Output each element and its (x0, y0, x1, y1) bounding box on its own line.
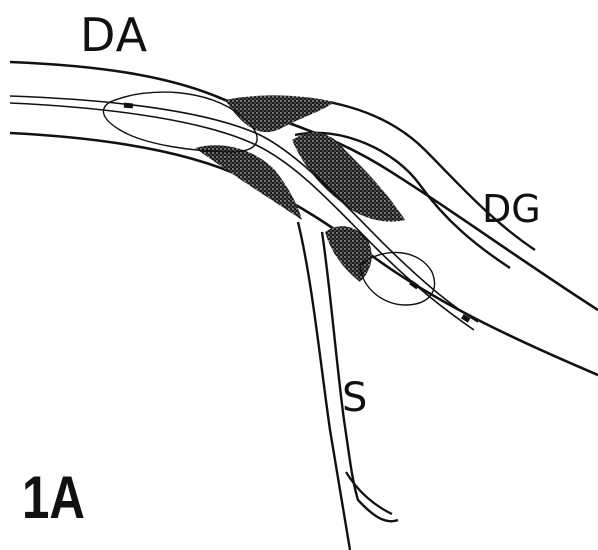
marker-band-proximal (124, 103, 133, 109)
plaque-upper-main (225, 95, 335, 132)
plaque-septal-ostium (325, 226, 372, 282)
label-dg: DG (482, 190, 541, 228)
figure-label: 1A (22, 468, 85, 528)
plaque-lower-main (195, 145, 302, 220)
label-da: DA (80, 12, 148, 58)
label-s: S (342, 378, 367, 418)
guidewire-upper (10, 96, 478, 322)
